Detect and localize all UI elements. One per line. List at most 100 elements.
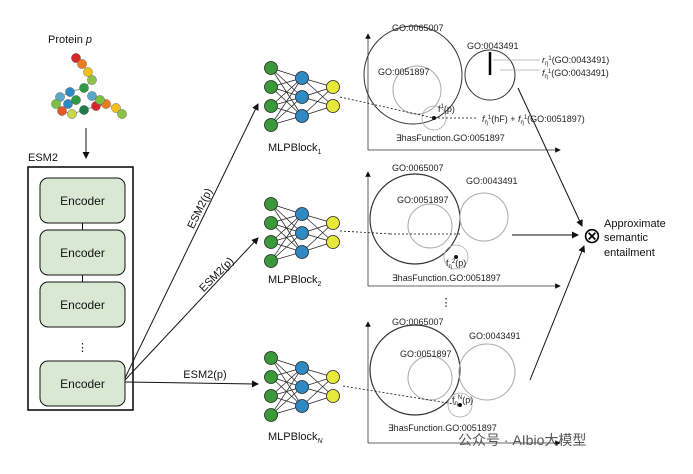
network-node [295, 71, 309, 85]
svg-text:GO:0043491: GO:0043491 [466, 176, 518, 186]
protein-structure-icon [51, 53, 127, 119]
network-node [295, 399, 309, 413]
link-mlp-2-to-panel [339, 230, 393, 235]
residue [117, 109, 127, 119]
svg-text:GO:0051897: GO:0051897 [378, 67, 430, 77]
residue [51, 99, 61, 109]
mlp-block-1-label: MLPBlock1 [268, 142, 322, 156]
svg-text:∃hasFunction.GO:0051897: ∃hasFunction.GO:0051897 [392, 273, 501, 283]
encoder-4: Encoder [39, 360, 126, 407]
mlp-network-2 [264, 197, 340, 268]
residue [71, 53, 81, 63]
network-node [264, 408, 278, 422]
output-line-1: Approximate [604, 218, 666, 230]
residue [77, 59, 87, 69]
entailment-operator-icon: ⊗ [583, 223, 601, 248]
output-line-3: entailment [604, 247, 655, 259]
encoder-1: Encoder [39, 177, 126, 224]
network-node [264, 351, 278, 365]
svg-text:fη1(GO:0043491): fη1(GO:0043491) [542, 68, 609, 80]
network-node [326, 370, 340, 384]
esm-container [27, 166, 134, 411]
network-node [264, 197, 278, 211]
network-node [295, 90, 309, 104]
network-node [264, 61, 278, 75]
arrow-panel-n-to-output [529, 245, 586, 381]
svg-text:fηN(p): fηN(p) [452, 395, 473, 407]
residue [79, 105, 89, 115]
svg-text:GO:0043491: GO:0043491 [467, 41, 519, 51]
protein-label: Protein p [48, 34, 92, 46]
residue [57, 106, 67, 116]
network-node [264, 216, 278, 230]
svg-text:Encoder: Encoder [60, 377, 105, 391]
network-node [326, 216, 340, 230]
svg-text:f1(p): f1(p) [438, 104, 455, 114]
residue [87, 91, 97, 101]
panel-dots: ⋮ [441, 297, 452, 309]
svg-text:∃hasFunction.GO:0051897: ∃hasFunction.GO:0051897 [388, 423, 497, 433]
svg-text:GO:0051897: GO:0051897 [397, 195, 449, 205]
network-node [295, 226, 309, 240]
network-node [295, 245, 309, 259]
residue [67, 109, 77, 119]
svg-text:fη2(p): fη2(p) [446, 258, 466, 270]
svg-text:Encoder: Encoder [60, 194, 105, 208]
residue [65, 87, 75, 97]
network-node [295, 380, 309, 394]
arrow-to-mlp-n [124, 380, 259, 388]
mlp-network-n [264, 351, 340, 422]
network-node [264, 80, 278, 94]
arrow-panel-1-to-output [517, 87, 583, 227]
svg-text:GO:0065007: GO:0065007 [392, 163, 444, 173]
svg-text:GO:0043491: GO:0043491 [469, 331, 521, 341]
mlp-block-2-label: MLPBlock2 [268, 274, 322, 288]
link-mlp-1-to-panel [339, 96, 435, 119]
network-node [264, 254, 278, 268]
embedding-panel-1: GO:0065007 GO:0043491 GO:0051897 f1(p) r… [363, 23, 609, 153]
network-node [326, 99, 340, 113]
esm-label-2: ESM2(p) [197, 255, 236, 294]
network-node [295, 207, 309, 221]
arrow-to-mlp-1 [124, 103, 259, 379]
esm-label-3: ESM2(p) [183, 369, 226, 381]
mlp-block-n-label: MLPBlockN [268, 431, 324, 445]
network-node [295, 109, 309, 123]
svg-text:rη1(GO:0043491): rη1(GO:0043491) [542, 55, 609, 67]
svg-text:Encoder: Encoder [60, 298, 105, 312]
network-node [326, 235, 340, 249]
svg-text:GO:0051897: GO:0051897 [400, 349, 452, 359]
encoder-2: Encoder [39, 229, 126, 276]
esm-title: ESM2 [28, 152, 58, 164]
embedding-panel-2: GO:0065007 GO:0043491 GO:0051897 fη2(p) … [365, 163, 561, 289]
embedding-panel-n: GO:0065007 GO:0043491 GO:0051897 fηN(p) … [342, 317, 561, 446]
svg-text:fη1(hF) + fη1(GO:0051897): fη1(hF) + fη1(GO:0051897) [482, 114, 585, 126]
encoder-3: Encoder [39, 281, 126, 328]
residue [63, 99, 73, 109]
network-node [326, 389, 340, 403]
svg-text:Encoder: Encoder [60, 246, 105, 260]
residue [83, 67, 93, 77]
output-line-2: semantic [604, 232, 649, 244]
arrow-to-mlp-2 [124, 237, 259, 381]
residue [95, 95, 105, 105]
network-node [295, 361, 309, 375]
residue [71, 95, 81, 105]
network-node [264, 235, 278, 249]
residue [111, 103, 121, 113]
watermark: 公众号 · AIbio大模型 [458, 432, 587, 448]
network-node [264, 370, 278, 384]
network-node [264, 118, 278, 132]
network-node [264, 99, 278, 113]
encoder-dots: ⋮ [77, 342, 88, 354]
network-node [326, 80, 340, 94]
network-node [264, 389, 278, 403]
svg-text:GO:0065007: GO:0065007 [392, 23, 444, 33]
svg-text:GO:0065007: GO:0065007 [392, 317, 444, 327]
esm-label-1: ESM2(p) [185, 187, 215, 231]
svg-text:∃hasFunction.GO:0051897: ∃hasFunction.GO:0051897 [396, 133, 505, 143]
residue [87, 75, 97, 85]
residue [79, 83, 89, 93]
mlp-network-1 [264, 61, 340, 132]
